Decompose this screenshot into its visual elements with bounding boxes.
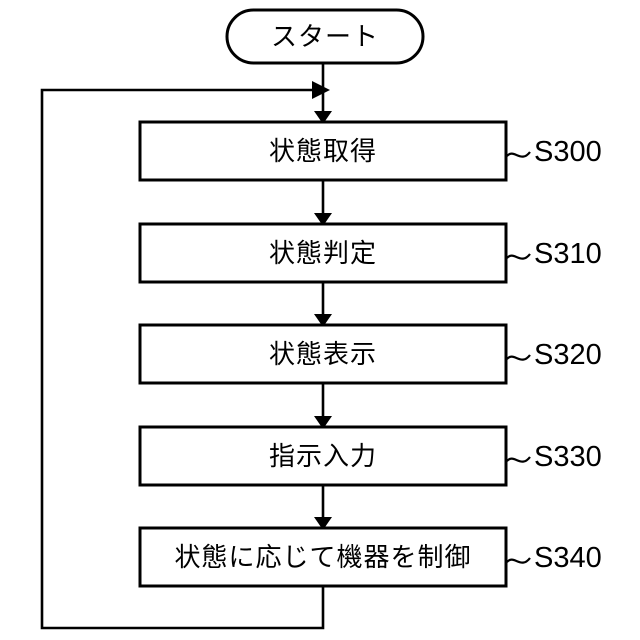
start-node[interactable]: スタート [225, 8, 425, 65]
step-box-label: 状態表示 [269, 340, 377, 370]
step-box-shape [138, 526, 508, 588]
step-id-s320: S320 [506, 339, 602, 371]
step-id-label: S300 [534, 136, 602, 168]
arrowhead-step5 [314, 517, 332, 530]
step-box-s340[interactable]: 状態に応じて機器を制御 [138, 526, 508, 588]
connector-step1-to-step2 [314, 180, 332, 226]
step-box-label: 指示入力 [269, 442, 377, 472]
arrowhead-step1 [314, 111, 332, 124]
connector-step3-to-step4 [314, 383, 332, 429]
step-id-connector [506, 557, 531, 564]
loop-back-arrowhead [312, 81, 330, 99]
loop-back-path [40, 81, 330, 630]
start-node-label: スタート [271, 23, 379, 53]
arrowhead-step3 [314, 314, 332, 327]
step-id-connector [506, 151, 531, 158]
step-box-s310[interactable]: 状態判定 [138, 222, 508, 284]
arrowhead-step4 [314, 416, 332, 429]
step-box-shape [138, 323, 508, 385]
step-id-label: S320 [534, 339, 602, 371]
step-id-s330: S330 [506, 441, 602, 473]
step-id-label: S310 [534, 238, 602, 270]
arrowhead-step2 [314, 213, 332, 226]
step-box-s330[interactable]: 指示入力 [138, 425, 508, 487]
step-id-label: S330 [534, 441, 602, 473]
start-node-shape [225, 8, 425, 65]
connector-step2-to-step3 [314, 282, 332, 327]
step-box-label: 状態に応じて機器を制御 [174, 543, 471, 573]
step-box-s320[interactable]: 状態表示 [138, 323, 508, 385]
step-box-label: 状態取得 [269, 137, 377, 167]
step-id-connector [506, 354, 531, 361]
connector-start-to-step1 [314, 63, 332, 124]
step-id-s300: S300 [506, 136, 602, 168]
step-id-s310: S310 [506, 238, 602, 270]
step-id-label: S340 [534, 542, 602, 574]
connector-step4-to-step5 [314, 485, 332, 530]
step-id-connector [506, 456, 531, 463]
step-id-connector [506, 253, 531, 260]
step-id-s340: S340 [506, 542, 602, 574]
step-box-label: 状態判定 [269, 239, 377, 269]
step-box-s300[interactable]: 状態取得 [138, 120, 508, 182]
